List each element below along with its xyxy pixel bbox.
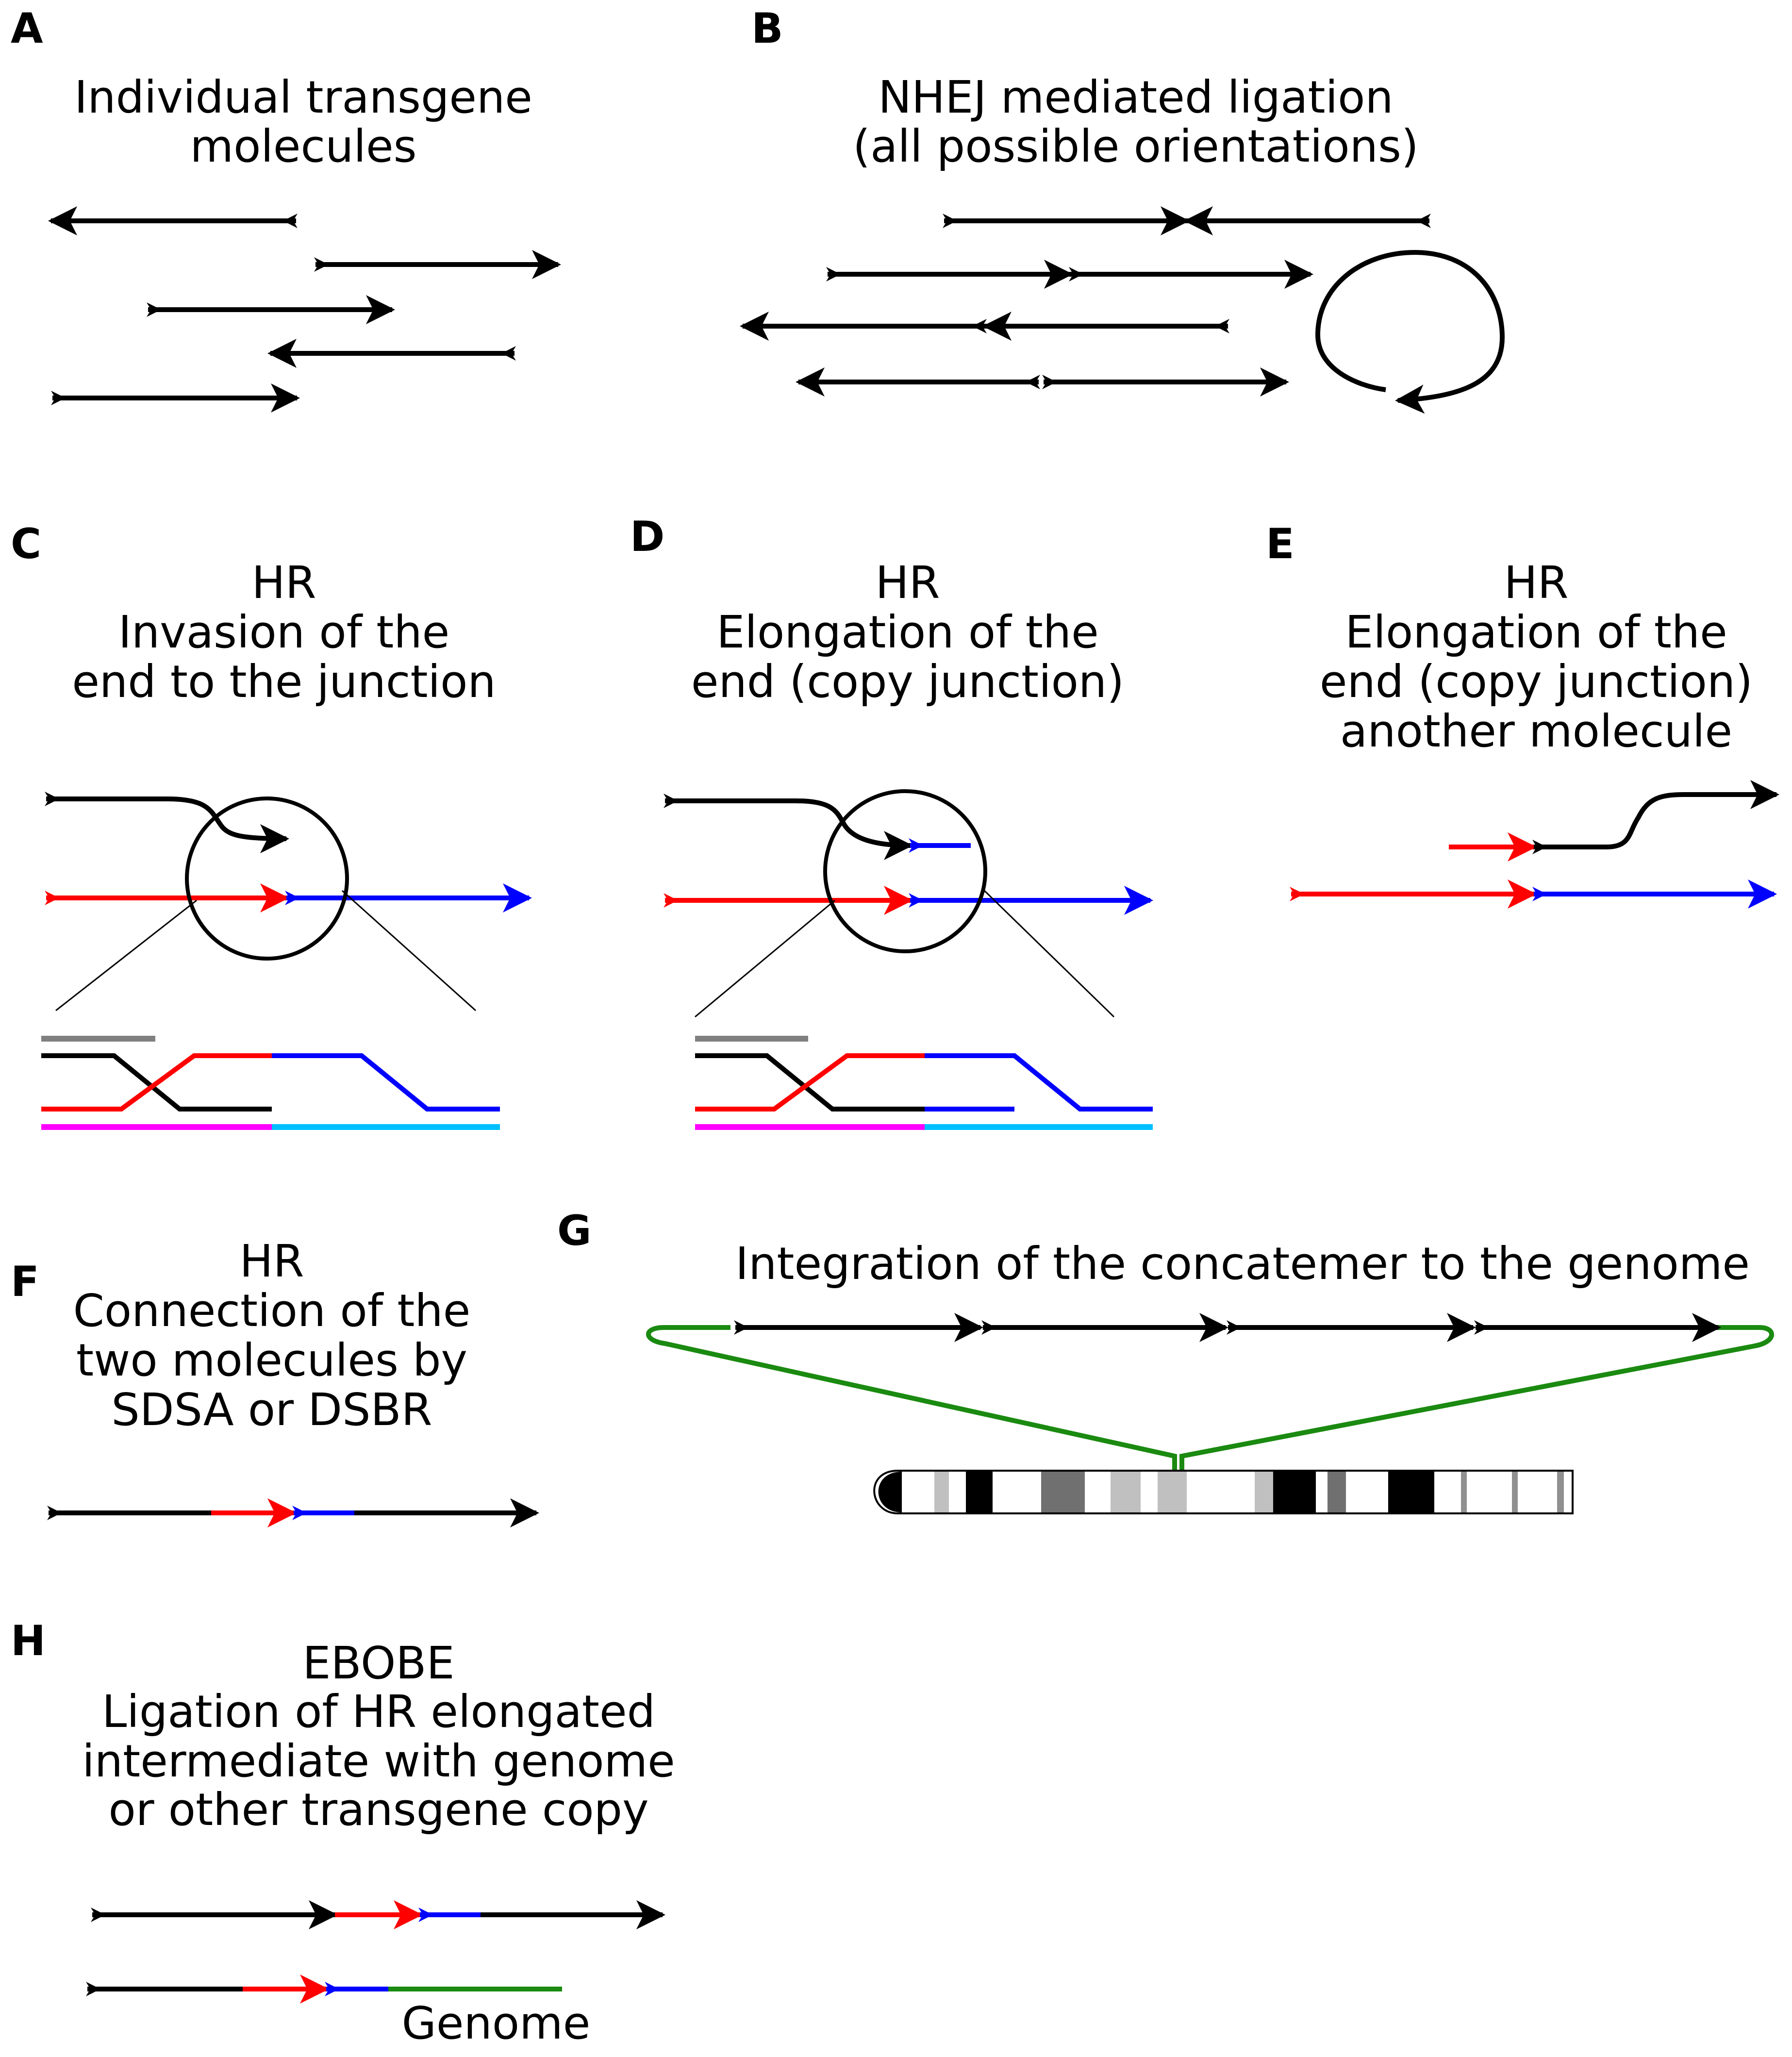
panel-b: B NHEJ mediated ligation (all possible o…: [740, 4, 1505, 414]
chromosome-band: [1255, 1472, 1273, 1512]
panel-d-title-line-2: Elongation of the: [716, 606, 1098, 658]
invading-end: [664, 794, 913, 860]
strand-blue: [925, 1053, 1153, 1111]
panel-f: F HR Connection of the two molecules by …: [11, 1235, 539, 1527]
genome-flank-left: [646, 1325, 1177, 1471]
zoom-circle: [185, 796, 349, 961]
panel-h: H EBOBE Ligation of HR elongated interme…: [11, 1617, 675, 2049]
panel-f-letter: F: [11, 1258, 39, 1306]
zoom-line: [341, 890, 477, 1012]
panel-a-title-line-1: Individual transgene: [74, 71, 532, 123]
panel-a: A Individual transgene molecules: [11, 4, 561, 413]
panel-d-letter: D: [630, 513, 664, 561]
panel-c: C HR Invasion of the end to the junction: [11, 520, 532, 1130]
chromosome-band: [1512, 1472, 1518, 1512]
panel-c-title-line-1: HR: [251, 557, 316, 609]
panel-f-title-line-3: two molecules by: [76, 1334, 467, 1386]
panel-g-letter: G: [557, 1207, 592, 1255]
circular-transgene: [1315, 249, 1505, 414]
genome-label: Genome: [402, 1997, 591, 2049]
strand-black: [695, 1053, 925, 1111]
chromosome-band: [934, 1472, 949, 1512]
panel-g: G Integration of the concatemer to the g…: [557, 1207, 1775, 1514]
panel-b-title-line-1: NHEJ mediated ligation: [878, 71, 1394, 123]
panel-h-title-line-4: or other transgene copy: [108, 1784, 648, 1836]
panel-e-title-line-3: end (copy junction): [1320, 656, 1753, 708]
genome-flank-right: [1179, 1325, 1775, 1471]
panel-e-title-line-1: HR: [1504, 557, 1568, 609]
zoom-line: [55, 899, 197, 1012]
panel-e-title-line-2: Elongation of the: [1345, 606, 1727, 658]
chromosome-band: [1557, 1472, 1564, 1512]
chromosome-band: [966, 1472, 993, 1512]
panel-f-title-line-4: SDSA or DSBR: [111, 1384, 432, 1436]
panel-h-letter: H: [11, 1617, 46, 1665]
chromosome-band: [1327, 1472, 1346, 1512]
zoom-circle: [823, 789, 987, 953]
panel-f-title-line-2: Connection of the: [73, 1285, 471, 1337]
panel-b-title-line-2: (all possible orientations): [853, 120, 1419, 172]
chromosome-band: [1158, 1472, 1187, 1512]
panel-a-title-line-2: molecules: [190, 120, 416, 172]
panel-e: E HR Elongation of the end (copy junctio…: [1266, 520, 1779, 909]
panel-h-title-line-1: EBOBE: [302, 1637, 454, 1689]
chromosome-band: [1388, 1472, 1434, 1512]
panel-a-letter: A: [11, 4, 43, 53]
panel-b-letter: B: [751, 4, 783, 53]
chromosome: [873, 1470, 1574, 1514]
strand-red: [41, 1053, 272, 1111]
strand-blue: [272, 1053, 500, 1111]
panel-c-title-line-3: end to the junction: [72, 656, 496, 708]
invading-end: [45, 792, 289, 853]
elongated-molecule: [1532, 780, 1779, 854]
panel-d-title-line-3: end (copy junction): [691, 656, 1124, 708]
panel-e-letter: E: [1266, 520, 1294, 568]
chromosome-band: [1461, 1472, 1467, 1512]
panel-f-title-line-1: HR: [239, 1235, 304, 1287]
chromosome-band: [1273, 1472, 1316, 1512]
panel-e-title-line-4: another molecule: [1340, 705, 1732, 757]
chromosome-centromere: [878, 1472, 902, 1512]
panel-h-title-line-2: Ligation of HR elongated: [102, 1686, 655, 1738]
panel-h-title-line-3: intermediate with genome: [82, 1735, 675, 1787]
panel-d: D HR Elongation of the end (copy junctio…: [630, 513, 1153, 1130]
zoom-line: [695, 899, 835, 1018]
panel-d-title-line-1: HR: [875, 557, 940, 609]
panel-c-letter: C: [11, 520, 41, 568]
panel-c-title-line-2: Invasion of the: [118, 606, 450, 658]
strand-red: [695, 1053, 925, 1111]
zoom-line: [982, 888, 1115, 1018]
strand-black: [41, 1053, 272, 1111]
chromosome-band: [1041, 1472, 1085, 1512]
panel-g-title-line-1: Integration of the concatemer to the gen…: [735, 1238, 1750, 1290]
chromosome-band: [1111, 1472, 1141, 1512]
